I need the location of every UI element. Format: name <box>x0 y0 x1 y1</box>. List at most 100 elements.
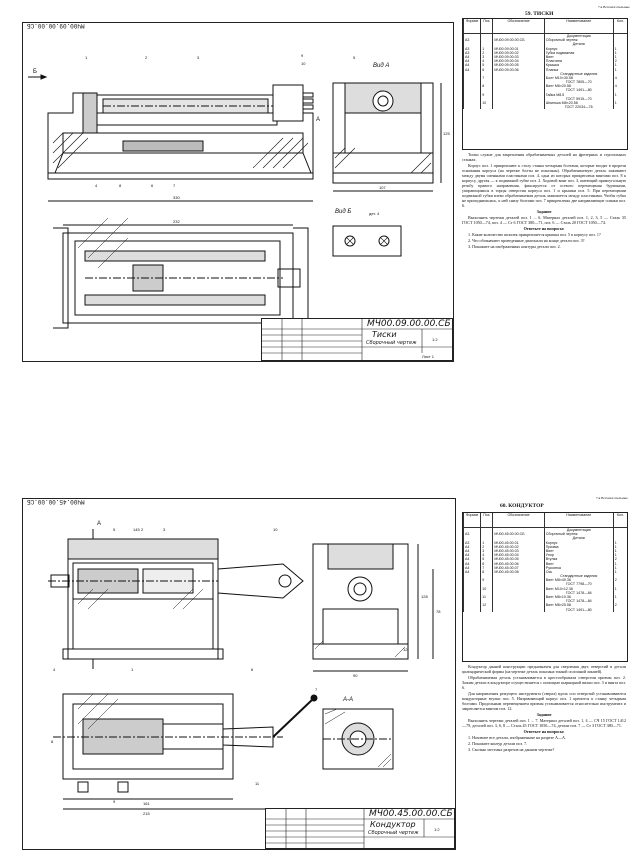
bottom-section-title: 60. КОНДУКТОР <box>500 503 544 509</box>
spec-cell: А3 <box>462 50 481 55</box>
spec-cell <box>480 80 493 85</box>
spec-cell: А4 <box>462 67 481 72</box>
spec-cell: Винт <box>543 548 614 554</box>
spec-cell <box>462 599 481 604</box>
spec-cell <box>462 607 481 612</box>
spec-cell <box>612 536 627 541</box>
top-text-block: Тиски служат для закрепления обрабатывае… <box>462 152 626 250</box>
spec-cell: Детали <box>543 536 614 541</box>
spec-cell <box>612 590 627 595</box>
top-spec-table: Формат Поз. Обозначение Наименование Кол… <box>462 18 628 150</box>
top-task-text: Выполнить чертежи деталей поз. 1 ... 6. … <box>462 215 626 225</box>
callout: 5 <box>113 527 116 532</box>
spec-cell: Винт М8×40.36 <box>543 578 614 583</box>
spec-cell: 2 <box>612 59 627 64</box>
bottom-title-block: МЧ00.45.00.00.СБ Кондуктор Сборочный чер… <box>265 808 455 849</box>
spec-row: Детали <box>462 536 627 541</box>
bottom-question: 2. Покажите контур детали поз. 7. <box>468 741 528 746</box>
top-dim-height: 125 <box>443 131 450 136</box>
bottom-arrow-a-label: А <box>97 521 102 527</box>
spec-row: Детали <box>462 42 627 47</box>
spec-cell: 1 <box>612 544 627 549</box>
spec-cell <box>462 75 481 81</box>
callout: 4 <box>53 667 56 672</box>
callout: 4 <box>95 183 98 188</box>
spec-cell: А3 <box>462 532 481 537</box>
bottom-dim-h2: 78 <box>436 609 441 614</box>
top-task-title: Задание <box>536 209 552 214</box>
spec-cell: Упор <box>543 553 614 558</box>
spec-cell <box>462 603 481 608</box>
spec-cell <box>492 84 545 89</box>
spec-cell: МЧ00.45.00.02 <box>492 544 545 549</box>
spec-cell <box>462 574 481 579</box>
spec-cell: А4 <box>462 553 481 558</box>
spec-cell <box>612 80 627 85</box>
spec-cell: МЧ00.45.00.07 <box>492 565 545 570</box>
spec-col: Обозначение <box>492 19 545 34</box>
spec-col: Поз. <box>480 513 493 528</box>
spec-row: ГОСТ 5915—70 <box>462 96 627 101</box>
spec-cell <box>462 586 481 591</box>
spec-cell: 6 <box>480 67 493 72</box>
callout: 9 <box>113 799 116 804</box>
spec-row: Стандартные изделия <box>462 71 627 76</box>
spec-row: Стандартные изделия <box>462 574 627 579</box>
spec-cell <box>480 582 493 587</box>
spec-col: Кол. <box>612 19 627 34</box>
bottom-title-sub: Сборочный чертеж <box>368 830 419 836</box>
spec-cell: 6 <box>480 561 493 566</box>
spec-cell <box>480 42 493 47</box>
bottom-dim-h1: 128 <box>421 594 428 599</box>
spec-row: ГОСТ 1491—80 <box>462 88 627 93</box>
spec-cell: 1 <box>612 54 627 60</box>
spec-col: Поз. <box>480 19 493 34</box>
spec-cell <box>462 101 481 106</box>
spec-cell: Рукоятка <box>543 565 614 570</box>
spec-cell: 3 <box>480 548 493 554</box>
spec-cell: Стандартные изделия <box>543 574 614 579</box>
spec-cell: Призма <box>543 544 614 549</box>
spec-cell <box>492 71 545 76</box>
spec-cell <box>612 532 627 537</box>
top-vise-drawing <box>28 74 442 329</box>
top-title-scale: 1:2 <box>432 337 438 342</box>
spec-cell <box>480 38 493 43</box>
spec-row: Документация <box>462 33 627 39</box>
spec-cell: 1 <box>612 553 627 558</box>
top-title-code: МЧ00.09.00.00.СБ <box>367 319 451 329</box>
spec-cell <box>492 96 545 101</box>
callout: 7 <box>315 687 318 692</box>
spec-cell: А4 <box>462 569 481 575</box>
callout: 9 <box>301 53 304 58</box>
bottom-text-para: Для направления режущего инструмента (св… <box>462 691 626 711</box>
spec-cell: 2 <box>612 603 627 608</box>
spec-cell: ГОСТ 1478—84 <box>543 599 614 604</box>
spec-cell <box>462 105 481 110</box>
spec-cell <box>492 590 545 595</box>
bottom-jig-drawing <box>48 529 434 810</box>
spec-cell <box>612 574 627 579</box>
spec-cell <box>480 88 493 93</box>
spec-cell <box>492 80 545 85</box>
spec-cell: Документация <box>543 33 614 39</box>
spec-cell: 2 <box>612 578 627 583</box>
spec-cell <box>462 536 481 541</box>
spec-row: ГОСТ 1478—84 <box>462 599 627 604</box>
spec-cell: Планка <box>543 67 614 72</box>
bottom-spec-table: Формат Поз. Обозначение Наименование Кол… <box>462 512 628 662</box>
bottom-dim-overall: 215 <box>143 811 150 816</box>
top-title-name: Тиски <box>372 330 397 339</box>
spec-cell: 9 <box>480 92 493 97</box>
spec-cell <box>492 599 545 604</box>
spec-cell <box>462 88 481 93</box>
